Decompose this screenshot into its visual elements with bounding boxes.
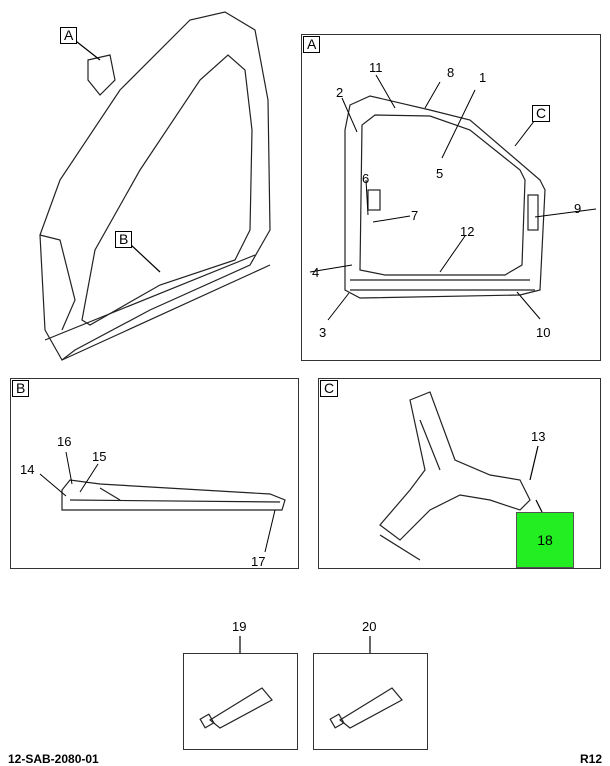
- label-19: 19: [232, 619, 247, 634]
- label-17: 17: [251, 554, 266, 569]
- panel-a-drawing: [344, 95, 546, 299]
- tube-icon-19: [199, 687, 273, 729]
- label-5: 5: [436, 166, 444, 181]
- label-3: 3: [319, 325, 327, 340]
- overview-door-frame: [39, 11, 271, 361]
- label-16: 16: [57, 434, 72, 449]
- panel-c: [318, 378, 601, 569]
- panel-c-drawing: [379, 391, 531, 561]
- label-12: 12: [460, 224, 475, 239]
- label-10: 10: [536, 325, 551, 340]
- callout-a: A: [60, 27, 78, 44]
- callout-b: B: [115, 231, 133, 248]
- tube-icon-20: [329, 687, 403, 729]
- kit-box-19[interactable]: [183, 653, 298, 750]
- label-1: 1: [479, 70, 487, 85]
- panel-a-tag: A: [303, 36, 321, 53]
- label-11: 11: [369, 60, 383, 75]
- page-ref: R12: [580, 752, 603, 766]
- figure-id: 12-SAB-2080-01: [8, 752, 99, 766]
- panel-a: [301, 34, 601, 361]
- panel-b-tag: B: [12, 380, 30, 397]
- label-15: 15: [92, 449, 107, 464]
- label-20: 20: [362, 619, 377, 634]
- label-4: 4: [312, 265, 320, 280]
- label-9: 9: [574, 201, 582, 216]
- panel-c-tag: C: [320, 380, 339, 397]
- label-2: 2: [336, 85, 344, 100]
- panel-b-drawing: [61, 479, 286, 511]
- panel-b: [10, 378, 299, 569]
- label-13: 13: [531, 429, 546, 444]
- callout-c: C: [532, 105, 551, 122]
- label-14: 14: [20, 462, 35, 477]
- label-8: 8: [447, 65, 455, 80]
- label-6: 6: [362, 171, 370, 186]
- label-7: 7: [411, 208, 419, 223]
- highlighted-part-18[interactable]: 18: [516, 512, 574, 568]
- kit-box-20[interactable]: [313, 653, 428, 750]
